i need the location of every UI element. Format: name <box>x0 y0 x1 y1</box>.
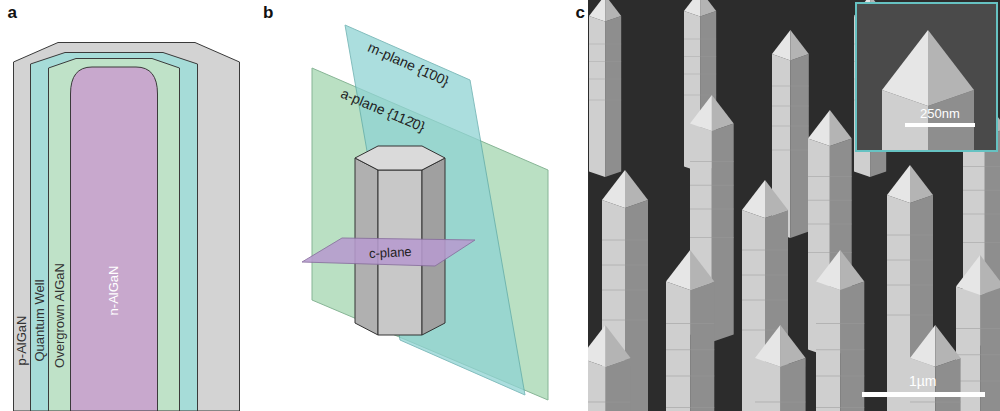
layer-shape <box>70 66 158 411</box>
panel-letter: c <box>576 4 585 21</box>
c-plane-sheet <box>302 238 475 266</box>
scale-bar <box>862 392 985 397</box>
inset-image <box>855 2 998 411</box>
overgrown-layer: Overgrown AlGaN n-AlGaN <box>48 58 180 411</box>
p-layer: p-AlGaN Quantum Well Overgrown AlGaN n-AlGa… <box>13 42 240 411</box>
layer-label: p-AlGaN <box>15 315 28 365</box>
layer-label: Overgrown AlGaN <box>52 263 65 368</box>
layer-label: n-AlGaN <box>107 265 120 315</box>
scale-bar <box>905 123 975 127</box>
scale-label: 250nm <box>920 107 960 120</box>
m-plane-sheet <box>345 25 525 395</box>
panel-letter: b <box>263 4 273 21</box>
quantum-well-layer: Quantum Well Overgrown AlGaN n-AlGaN <box>30 52 198 411</box>
layer-label: Quantum Well <box>33 279 46 361</box>
n-core: n-AlGaN <box>70 66 158 411</box>
scale-label: 1µm <box>909 374 937 388</box>
panel-letter: a <box>8 4 17 21</box>
crystal-planes <box>302 25 548 400</box>
plane-label: c-plane <box>368 244 411 259</box>
sem-image <box>588 0 1000 411</box>
